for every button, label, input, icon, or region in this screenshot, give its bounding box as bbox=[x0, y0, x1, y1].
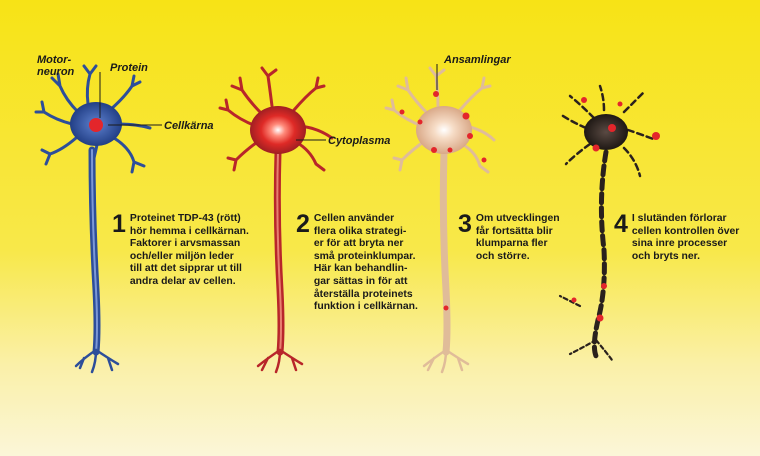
neuron-4 bbox=[558, 84, 660, 362]
step-2-text: Cellen använder flera olika strategi- er… bbox=[313, 213, 418, 313]
step-1-number: 1 bbox=[112, 210, 126, 238]
protein-aggregates bbox=[399, 91, 487, 311]
neuron-3 bbox=[384, 66, 496, 374]
label-motorneuron: Motor- neuron bbox=[37, 54, 75, 78]
label-cytoplasma: Cytoplasma bbox=[328, 135, 391, 147]
protein-dot bbox=[89, 118, 103, 132]
step-2-number: 2 bbox=[296, 210, 310, 238]
label-protein: Protein bbox=[110, 62, 148, 74]
step-4: 4 I slutänden förlorar cellen kontrollen… bbox=[614, 212, 739, 263]
label-ansamlingar: Ansamlingar bbox=[444, 54, 511, 66]
label-cellkarna: Cellkärna bbox=[164, 120, 214, 132]
neuron-1 bbox=[34, 64, 152, 374]
step-1: 1 Proteinet TDP-43 (rött) hör hemma i ce… bbox=[112, 212, 249, 289]
step-3-number: 3 bbox=[458, 210, 472, 238]
neuron-2 bbox=[218, 66, 334, 374]
step-4-text: I slutänden förlorar cellen kontrollen ö… bbox=[631, 213, 740, 262]
step-4-number: 4 bbox=[614, 210, 628, 238]
step-1-text: Proteinet TDP-43 (rött) hör hemma i cell… bbox=[129, 213, 249, 287]
step-2: 2 Cellen använder flera olika strategi- … bbox=[296, 212, 418, 314]
protein-aggregates-large bbox=[571, 97, 660, 322]
label-leaders bbox=[99, 64, 438, 141]
step-3-text: Om utvecklingen får fortsätta blir klump… bbox=[475, 213, 560, 262]
step-3: 3 Om utvecklingen får fortsätta blir klu… bbox=[458, 212, 560, 263]
